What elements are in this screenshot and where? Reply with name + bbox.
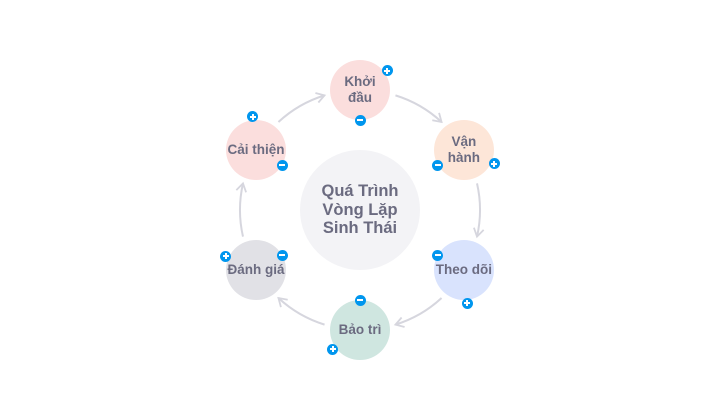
stage-node[interactable]: Vận hành xyxy=(433,120,494,180)
stage-label: Khởi đầu xyxy=(344,73,376,105)
cycle-arrow xyxy=(277,92,327,123)
stage-label: Cải thiện xyxy=(227,141,285,157)
add-stage-button[interactable] xyxy=(247,111,259,123)
center-title-node: Quá Trình Vòng Lặp Sinh Thái xyxy=(300,150,420,270)
stage-label: Đánh giá xyxy=(227,261,285,277)
cycle-arrow xyxy=(393,297,443,328)
remove-stage-button[interactable] xyxy=(432,159,444,171)
add-stage-button[interactable] xyxy=(381,65,393,77)
cycle-arrow xyxy=(473,183,485,239)
stage-label: Theo dõi xyxy=(435,261,493,277)
stage-node[interactable]: Theo dõi xyxy=(433,240,494,300)
add-stage-button[interactable] xyxy=(488,158,500,170)
remove-stage-button[interactable] xyxy=(276,159,288,171)
stage-node[interactable]: Khởi đầu xyxy=(330,60,390,120)
cycle-arrow xyxy=(235,181,247,237)
center-title: Quá Trình Vòng Lặp Sinh Thái xyxy=(321,182,399,238)
stage-node[interactable]: Đánh giá xyxy=(226,240,287,300)
remove-stage-button[interactable] xyxy=(432,249,444,261)
remove-stage-button[interactable] xyxy=(354,294,366,306)
add-stage-button[interactable] xyxy=(327,343,339,355)
stage-label: Vận hành xyxy=(447,133,481,165)
add-stage-button[interactable] xyxy=(220,250,232,262)
add-stage-button[interactable] xyxy=(461,297,473,309)
remove-stage-button[interactable] xyxy=(276,249,288,261)
stage-label: Bảo trì xyxy=(338,321,382,337)
cycle-arrow xyxy=(277,296,325,326)
remove-stage-button[interactable] xyxy=(354,114,366,126)
stage-node[interactable]: Cải thiện xyxy=(226,120,287,180)
stage-node[interactable]: Bảo trì xyxy=(330,300,390,360)
cycle-arrow xyxy=(395,94,443,124)
